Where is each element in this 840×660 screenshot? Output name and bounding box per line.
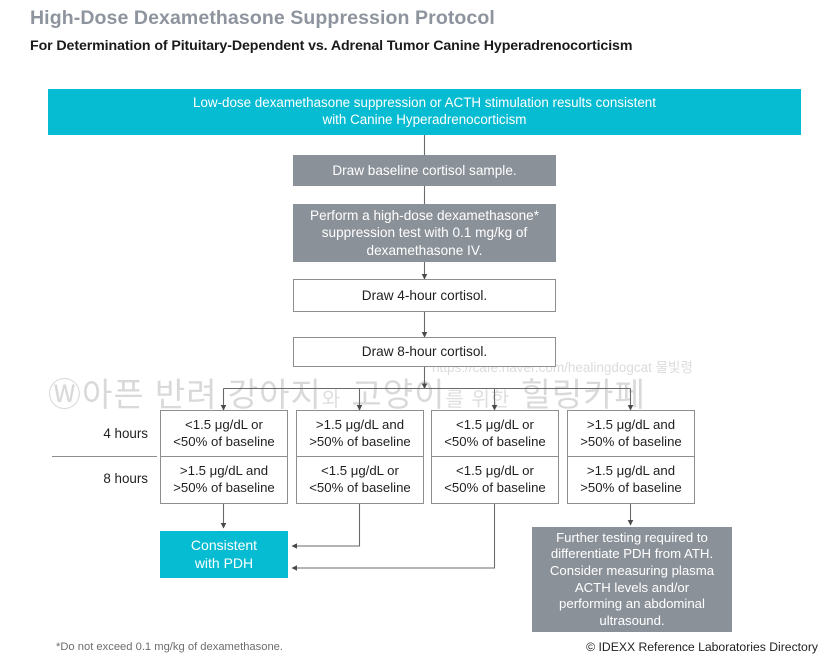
watermark-korean-small2: 를 위한 <box>445 389 511 411</box>
step-draw-baseline-cortisol: Draw baseline cortisol sample. <box>293 155 556 186</box>
watermark-korean-small1: 와 <box>321 389 342 411</box>
step-draw-8-hour-cortisol: Draw 8-hour cortisol. <box>293 337 556 367</box>
grid-cell-col4-8h: >1.5 μg/dL and >50% of baseline <box>567 456 695 504</box>
grid-cell-col1-8h: >1.5 μg/dL and >50% of baseline <box>160 456 288 504</box>
row-label-4-hours: 4 hours <box>103 426 148 441</box>
page-subtitle: For Determination of Pituitary-Dependent… <box>30 38 633 54</box>
step-draw-4-hour-cortisol: Draw 4-hour cortisol. <box>293 279 556 312</box>
grid-cell-col2-4h: >1.5 μg/dL and >50% of baseline <box>296 410 424 457</box>
grid-cell-col2-8h: <1.5 μg/dL or <50% of baseline <box>296 456 424 504</box>
grid-cell-col3-4h: <1.5 μg/dL or <50% of baseline <box>431 410 559 457</box>
copyright-credit: © IDEXX Reference Laboratories Directory <box>586 640 818 654</box>
step-high-dose-dexamethasone-test: Perform a high-dose dexamethasone* suppr… <box>293 204 556 262</box>
row-label-8-hours: 8 hours <box>103 471 148 486</box>
grid-cell-col3-8h: <1.5 μg/dL or <50% of baseline <box>431 456 559 504</box>
watermark-korean-part3: 힐링카페 <box>510 376 646 413</box>
watermark-korean-text: Ⓦ아픈 반려 강아지와 고양이를 위한 힐링카페 <box>48 368 828 416</box>
grid-cell-col1-4h: <1.5 μg/dL or <50% of baseline <box>160 410 288 457</box>
header-banner: Low-dose dexamethasone suppression or AC… <box>48 89 801 135</box>
row-label-divider <box>52 456 157 457</box>
outcome-consistent-with-pdh: Consistent with PDH <box>160 531 288 578</box>
watermark-korean-part2: 고양이 <box>341 376 446 413</box>
footnote-dexamethasone-limit: *Do not exceed 0.1 mg/kg of dexamethason… <box>56 641 284 653</box>
page-title: High-Dose Dexamethasone Suppression Prot… <box>30 7 495 29</box>
watermark-korean-part1: Ⓦ아픈 반려 강아지 <box>48 376 322 413</box>
outcome-further-testing-required: Further testing required to differentiat… <box>532 527 732 632</box>
grid-cell-col4-4h: >1.5 μg/dL and >50% of baseline <box>567 410 695 457</box>
